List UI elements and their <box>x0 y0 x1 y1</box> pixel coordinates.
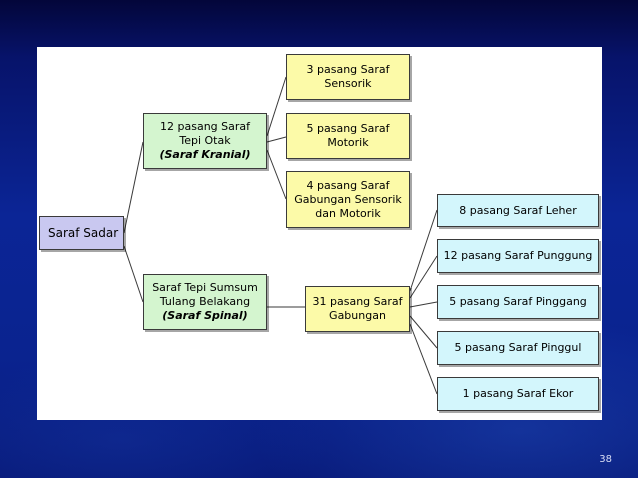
node-saraf-motorik-line-1: 5 pasang Saraf <box>306 122 390 135</box>
node-saraf-sadar-label: Saraf Sadar <box>48 226 119 240</box>
node-saraf-leher: 8 pasang Saraf Leher <box>437 194 599 227</box>
node-saraf-punggung: 12 pasang Saraf Punggung <box>437 239 599 273</box>
node-saraf-spinal: Saraf Tepi Sumsum Tulang Belakang (Saraf… <box>143 274 267 330</box>
node-saraf-kranial-line-1: 12 pasang Saraf <box>160 120 250 133</box>
connector-gabungan-leher <box>409 209 438 292</box>
connector-gabungan-pinggang <box>409 301 438 308</box>
node-saraf-sensorik-line-1: 3 pasang Saraf <box>306 63 390 76</box>
node-saraf-spinal-emphasis: (Saraf Spinal) <box>162 309 248 322</box>
connector-cranial-sensorik <box>266 76 287 137</box>
node-saraf-kranial-emphasis: (Saraf Kranial) <box>159 148 251 161</box>
node-saraf-gabungan-spinal-line-2: Gabungan <box>329 309 386 322</box>
node-saraf-gabungan-sm-line-2: Gabungan Sensorik <box>294 192 402 206</box>
connector-gabungan-ekor <box>409 323 438 395</box>
node-saraf-gabungan-sensorik-motorik: 4 pasang Saraf Gabungan Sensorik dan Mot… <box>286 171 410 228</box>
node-saraf-leher-label: 8 pasang Saraf Leher <box>459 203 577 217</box>
connector-root-cranial <box>123 141 144 234</box>
node-saraf-spinal-line-2: Tulang Belakang <box>159 295 251 308</box>
connector-cranial-motorik <box>266 136 287 143</box>
node-saraf-pinggang-label: 5 pasang Saraf Pinggang <box>449 295 587 308</box>
node-saraf-ekor: 1 pasang Saraf Ekor <box>437 377 599 411</box>
node-saraf-gabungan-spinal-line-1: 31 pasang Saraf <box>312 295 403 308</box>
node-saraf-ekor-label: 1 pasang Saraf Ekor <box>462 387 574 400</box>
node-saraf-motorik: 5 pasang Saraf Motorik <box>286 113 410 159</box>
node-saraf-motorik-line-2: Motorik <box>327 136 369 149</box>
node-saraf-punggung-label: 12 pasang Saraf Punggung <box>443 249 593 262</box>
connector-gabungan-pinggul <box>409 315 438 349</box>
node-saraf-gabungan-sm-line-1: 4 pasang Saraf <box>306 178 390 192</box>
connector-gabungan-punggung <box>409 255 438 299</box>
node-saraf-sadar: Saraf Sadar <box>39 216 124 250</box>
node-saraf-pinggul-label: 5 pasang Saraf Pinggul <box>454 341 582 354</box>
node-saraf-sensorik: 3 pasang Saraf Sensorik <box>286 54 410 100</box>
connector-cranial-gabungan <box>266 149 287 200</box>
connector-root-spinal <box>123 245 144 303</box>
node-saraf-sensorik-line-2: Sensorik <box>324 77 372 90</box>
node-saraf-pinggang: 5 pasang Saraf Pinggang <box>437 285 599 319</box>
node-saraf-pinggul: 5 pasang Saraf Pinggul <box>437 331 599 365</box>
node-saraf-spinal-line-1: Saraf Tepi Sumsum <box>152 281 258 294</box>
node-saraf-kranial: 12 pasang Saraf Tepi Otak (Saraf Kranial… <box>143 113 267 169</box>
node-saraf-gabungan-spinal: 31 pasang Saraf Gabungan <box>305 286 410 332</box>
node-saraf-gabungan-sm-line-3: dan Motorik <box>315 206 381 220</box>
slide-page-number: 38 <box>599 454 612 465</box>
node-saraf-kranial-line-2: Tepi Otak <box>179 134 231 147</box>
